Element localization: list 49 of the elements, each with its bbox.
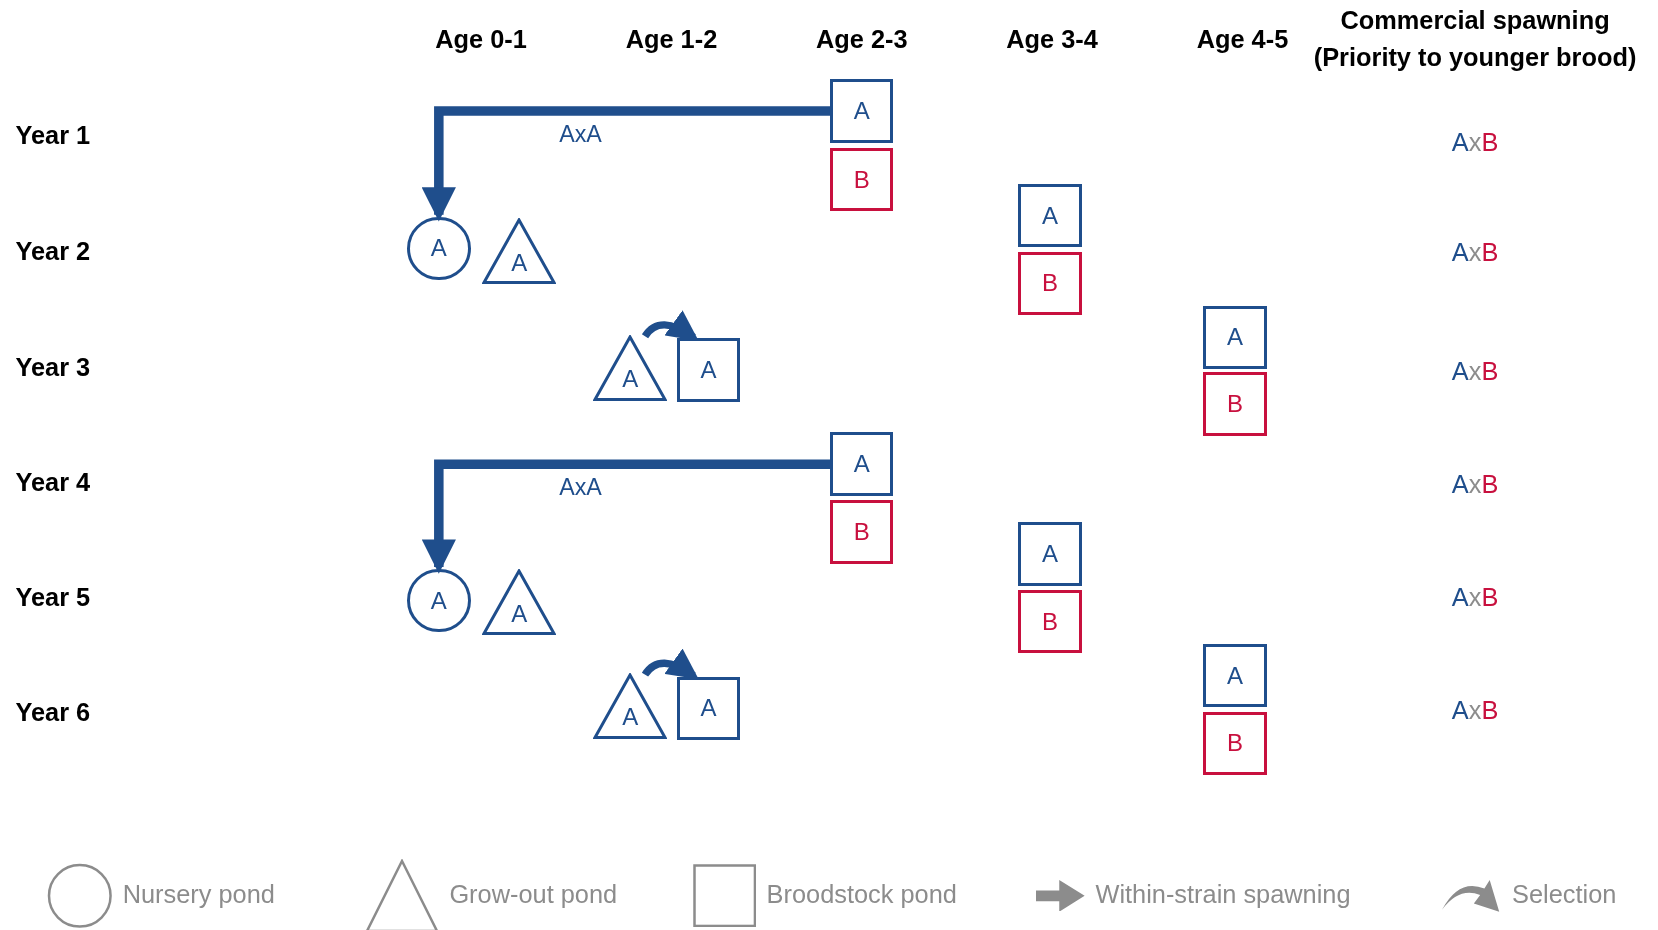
edge-label: AxA [559,473,602,501]
arrow [642,310,699,341]
row-heading: Year 2 [15,236,91,266]
broodstock-pond-square: A [1203,643,1267,708]
grow-out-pond-triangle: A [593,673,668,740]
broodstock-pond-square: A [676,676,741,741]
broodstock-pond-square: B [1203,711,1267,776]
column-heading: Age 3-4 [1005,23,1099,55]
arrow [421,106,831,222]
edge-label: AxA [559,120,602,148]
broodstock-pond-square: A [676,338,741,402]
arrow [421,459,831,574]
row-heading: Year 6 [15,697,91,727]
broodstock-pond-square: B [1018,590,1082,654]
column-heading: Age 2-3 [814,23,909,55]
grow-out-pond-triangle: A [593,334,668,402]
row-heading: Year 5 [15,582,91,612]
legend-label: Selection [1512,879,1617,909]
broodstock-pond-square: A [1018,522,1082,586]
legend-label: Grow-out pond [449,879,618,909]
broodstock-pond-square: B [830,500,894,564]
broodstock-pond-square: B [1203,372,1267,436]
broodstock-pond-square: A [830,79,894,143]
cross-label: AxB [1451,237,1499,267]
broodstock-pond-square: A [1203,305,1267,369]
cross-label: AxB [1451,356,1499,386]
broodstock-pond-square: A [830,432,894,496]
column-heading: Age 0-1 [434,23,528,55]
row-heading: Year 4 [15,467,91,497]
column-heading: Commercial spawning (Priority to younger brood) [1312,5,1638,74]
nursery-pond-circle: A [407,568,471,633]
cross-label: AxB [1451,582,1499,612]
broodstock-pond-square: B [1018,251,1082,316]
cross-label: AxB [1451,127,1499,157]
legend-label: Broodstock pond [766,879,957,909]
cross-label: AxB [1451,695,1499,724]
broodstock-pond-square: A [1018,184,1082,248]
grow-out-pond-triangle: A [482,569,557,636]
column-heading: Age 4-5 [1195,23,1290,55]
broodstock-pond-square: B [830,148,894,212]
cross-label: AxB [1451,469,1499,499]
legend-label: Within-strain spawning [1095,879,1351,909]
grow-out-pond-triangle: A [482,218,557,285]
nursery-pond-circle: A [407,216,471,281]
legend-label: Nursery pond [122,879,275,909]
column-heading: Age 1-2 [624,23,719,55]
arrow [642,648,699,680]
row-heading: Year 1 [15,120,91,150]
row-heading: Year 3 [15,352,91,382]
